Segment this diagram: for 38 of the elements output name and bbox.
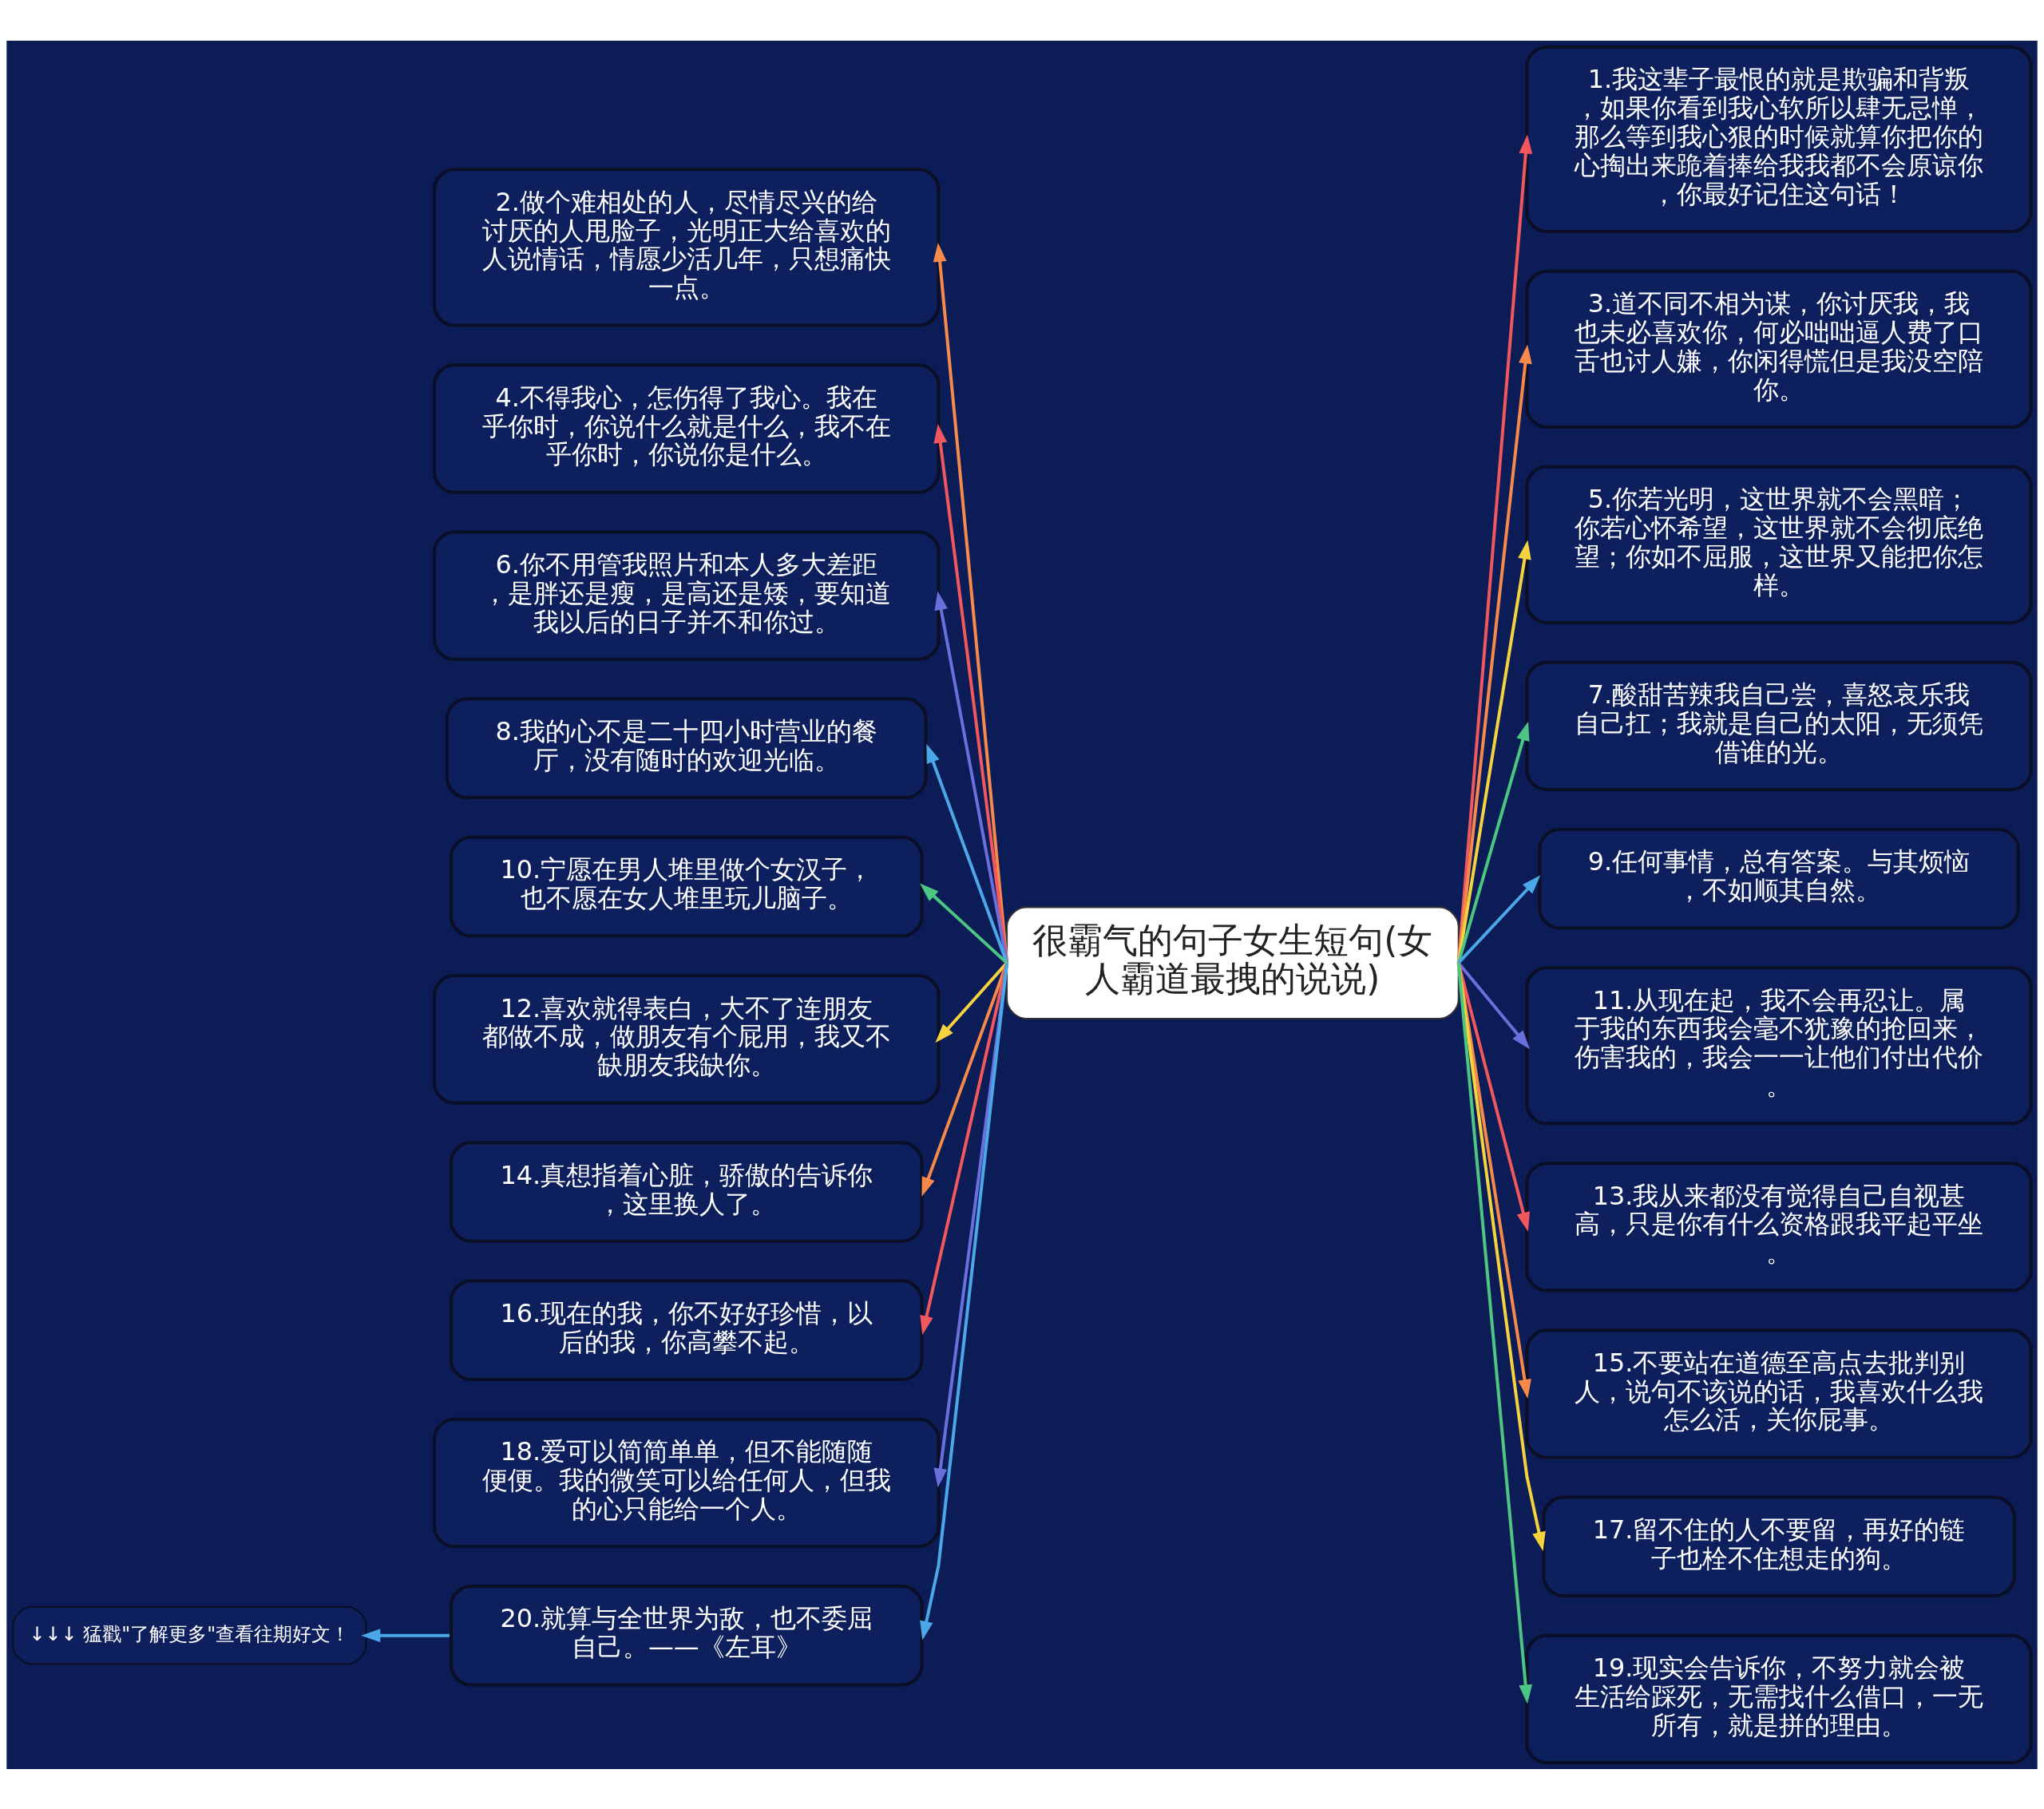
node-box: 9.任何事情，总有答案。与其烦恼，不如顺其自然。	[1538, 827, 2020, 929]
node-box: 4.不得我心，怎伤得了我心。我在乎你时，你说什么就是什么，我不在乎你时，你说你是什么。	[433, 362, 941, 494]
node-box: 6.你不用管我照片和本人多大差距，是胖还是瘦，是高还是矮，要知道我以后的日子并不和你过。	[433, 529, 941, 661]
arrow	[933, 242, 1009, 963]
node-box: 19.现实会告诉你，不努力就会被生活给踩死，无需找什么借口，一无所有，就是拼的理由。	[1525, 1633, 2033, 1764]
arrow	[926, 743, 1008, 964]
arrow	[921, 962, 1008, 1197]
node-box: 很霸气的句子女生短句(女人霸道最拽的说说)	[1006, 906, 1460, 1019]
node-box: 14.真想指着心脏，骄傲的告诉你，这里换人了。	[450, 1140, 924, 1243]
node-box: ↓↓↓ 猛戳"了解更多"查看往期好文！	[12, 1605, 367, 1665]
node-box: 3.道不同不相为谋，你讨厌我，我也未必喜欢你，何必咄咄逼人费了口舌也讨人嫌，你闲得慌但是我没空陪你。	[1525, 269, 2033, 429]
arrow	[361, 1628, 450, 1642]
node-box: 12.喜欢就得表白，大不了连朋友都做不成，做朋友有个屁用，我又不缺朋友我缺你。	[433, 973, 941, 1104]
node-box: 13.我从来都没有觉得自己自视甚高，只是你有什么资格跟我平起平坐。	[1525, 1161, 2033, 1292]
arrow	[1456, 721, 1530, 964]
node-box: 16.现在的我，你不好好珍惜，以后的我，你高攀不起。	[450, 1279, 924, 1381]
node-box: 5.你若光明，这世界就不会黑暗；你若心怀希望，这世界就不会彻底绝望；你如不屈服，这世界又能把你怎样。	[1525, 465, 2033, 624]
arrow	[933, 423, 1009, 963]
arrow	[1457, 961, 1531, 1049]
arrow	[1456, 539, 1531, 963]
arrow	[920, 962, 1009, 1641]
node-box: 7.酸甜苦辣我自己尝，喜怒哀乐我自己扛；我就是自己的太阳，无须凭借谁的光。	[1525, 660, 2033, 791]
arrow	[920, 883, 1008, 964]
node-box: 2.做个难相处的人，尽情尽兴的给讨厌的人甩脸子，光明正大给喜欢的人说情话，情愿少活几年，只想痛快一点。	[433, 167, 941, 327]
arrow	[1456, 134, 1533, 963]
arrow	[934, 590, 1009, 964]
node-box: 11.从现在起，我不会再忍让。属于我的东西我会毫不犹豫的抢回来，伤害我的，我会一一让他们付出代价。	[1525, 965, 2033, 1125]
arrow	[935, 961, 1008, 1043]
node-box: 8.我的心不是二十四小时营业的餐厅，没有随时的欢迎光临。	[446, 697, 928, 799]
node-box: 17.留不住的人不要留，再好的链子也栓不住想走的狗。	[1542, 1494, 2016, 1597]
node-box: 10.宁愿在男人堆里做个女汉子，也不愿在女人堆里玩儿脑子。	[450, 835, 924, 937]
node-box: 1.我这辈子最恨的就是欺骗和背叛，如果你看到我心软所以肆无忌惮，那么等到我心狠的时候就算你把你的心掏出来跪着捧给我我都不会原谅你，你最好记住这句话！	[1525, 45, 2033, 233]
arrow	[1456, 962, 1533, 1704]
arrow	[1456, 343, 1532, 963]
arrow	[1457, 874, 1541, 964]
node-box: 20.就算与全世界为敌，也不委屈自己。——《左耳》	[450, 1584, 924, 1686]
node-box: 15.不要站在道德至高点去批判别人，说句不该说的话，我喜欢什么我怎么活，关你屁事。	[1525, 1328, 2033, 1459]
node-box: 18.爱可以简简单单，但不能随随便便。我的微笑可以给任何人，但我的心只能给一个人。	[433, 1417, 941, 1548]
